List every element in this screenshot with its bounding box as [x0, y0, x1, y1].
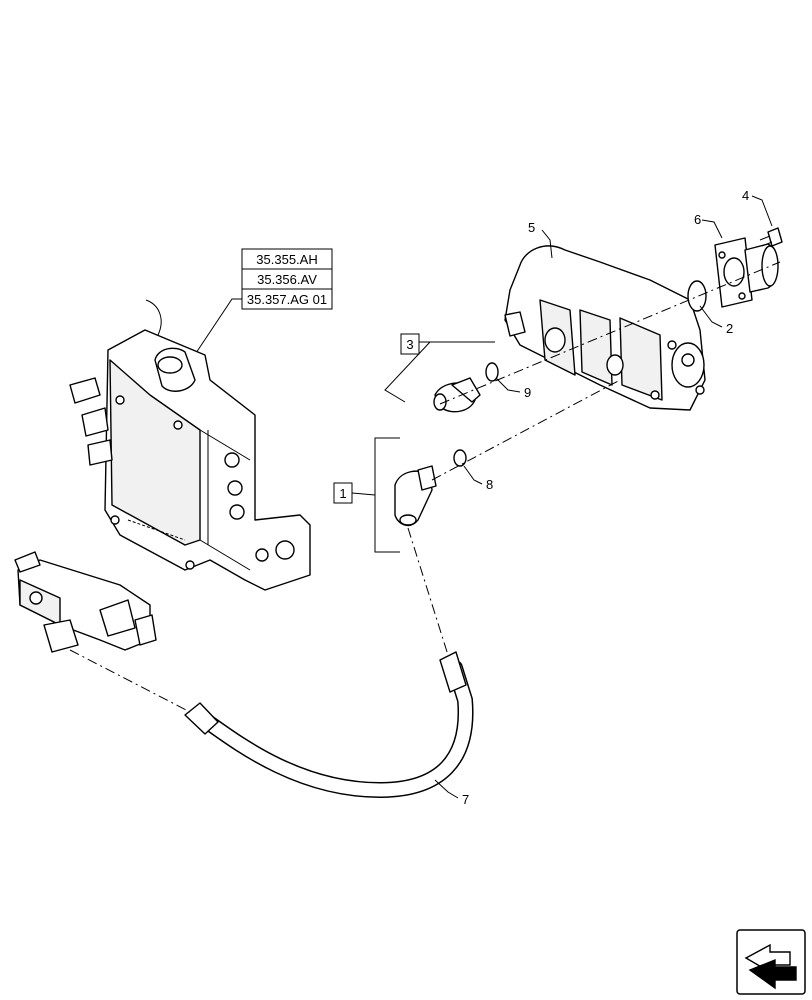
centerline-pump-outlet [431, 379, 621, 481]
hydraulic-hose [184, 651, 474, 799]
callout-7[interactable]: 7 [462, 792, 469, 807]
elbow-fitting-end [399, 514, 417, 526]
leader-group-1 [351, 492, 376, 496]
valve-top-elbow-port [157, 356, 183, 374]
callout-box-1[interactable] [333, 482, 353, 504]
relief-valve-cap [134, 614, 157, 646]
callout-5[interactable]: 5 [528, 220, 535, 235]
callout-2[interactable]: 2 [726, 321, 733, 336]
pump-bolt-3 [650, 390, 660, 400]
hose-outline [197, 660, 474, 799]
relief-valve-port [29, 591, 43, 605]
reference-label-3[interactable]: 35.357.AG 01 [247, 292, 327, 307]
valve-stamp-marking [127, 519, 186, 541]
centerline-relief-hose [69, 649, 191, 713]
leader-6 [701, 219, 723, 239]
valve-port-3 [229, 504, 245, 520]
pump-outlet-port [606, 354, 624, 376]
centerline-pump-inlet [439, 261, 781, 405]
valve-bolt-4 [185, 560, 195, 570]
cap-screw [759, 227, 783, 247]
callout-3[interactable]: 3 [406, 337, 413, 352]
flange-hole-1 [718, 251, 726, 259]
leader-9 [495, 377, 521, 393]
callout-8[interactable]: 8 [486, 477, 493, 492]
valve-side-fitting-1 [69, 377, 101, 404]
o-ring-9 [485, 362, 499, 382]
leader-7 [434, 779, 459, 799]
hose-fill [198, 661, 473, 797]
relief-valve-fitting-1 [43, 619, 79, 653]
next-page-arrow-icon[interactable] [736, 929, 806, 995]
cap-screw-head [767, 227, 783, 247]
flange-bore [723, 257, 745, 287]
valve-port-5 [255, 548, 269, 562]
leader-4 [751, 195, 773, 227]
pump-bolt-1 [667, 340, 677, 350]
centerline-elbow-hose [407, 527, 449, 656]
callout-6[interactable]: 6 [694, 212, 701, 227]
flange-adapter [714, 237, 779, 308]
nav-arrow-solid [748, 958, 797, 990]
valve-side-fitting-2 [81, 407, 109, 437]
hose-end-fitting-left [184, 702, 219, 735]
valve-wire [145, 299, 162, 336]
leader-5 [541, 229, 553, 259]
flange-spigot-face [761, 245, 779, 287]
valve-port-2 [227, 480, 243, 496]
valve-port-4 [275, 540, 295, 560]
reference-leader-line [189, 298, 242, 363]
callout-4[interactable]: 4 [742, 188, 749, 203]
cap-screw-thread [759, 235, 773, 247]
o-ring-2 [687, 280, 707, 312]
callout-box-3[interactable] [400, 333, 420, 355]
pump-mount-tab [504, 311, 526, 337]
control-valve-block [69, 299, 311, 591]
valve-edges [199, 429, 251, 571]
valve-port-1 [224, 452, 240, 468]
reference-label-2[interactable]: 35.356.AV [257, 272, 317, 287]
elbow-fitting [394, 465, 437, 527]
valve-bolt-2 [173, 420, 183, 430]
valve-bolt-3 [110, 515, 120, 525]
relief-valve-top-fitting [14, 551, 41, 573]
flange-hole-2 [738, 292, 746, 300]
leader-2 [699, 305, 723, 328]
straight-fitting-hex [451, 377, 481, 403]
pump-drive-shaft [681, 353, 695, 367]
valve-side-fitting-3 [87, 439, 113, 466]
callout-1[interactable]: 1 [339, 486, 346, 501]
reference-box-group[interactable]: 35.355.AH 35.356.AV 35.357.AG 01 [241, 248, 333, 310]
relief-valve-cartridge [99, 599, 136, 637]
o-ring-8 [453, 449, 467, 467]
elbow-fitting-hex [417, 465, 437, 491]
pump-bolt-2 [695, 385, 705, 395]
straight-fitting [433, 377, 481, 413]
reference-label-1[interactable]: 35.355.AH [256, 252, 317, 267]
leader-8 [463, 465, 483, 485]
pump-inlet-port [544, 327, 566, 353]
pump-mid-section [579, 309, 613, 386]
callout-9[interactable]: 9 [524, 385, 531, 400]
relief-valve-assembly [14, 551, 157, 653]
valve-bolt-1 [115, 395, 125, 405]
gear-pump [504, 245, 706, 411]
hose-end-fitting-right [439, 651, 467, 693]
